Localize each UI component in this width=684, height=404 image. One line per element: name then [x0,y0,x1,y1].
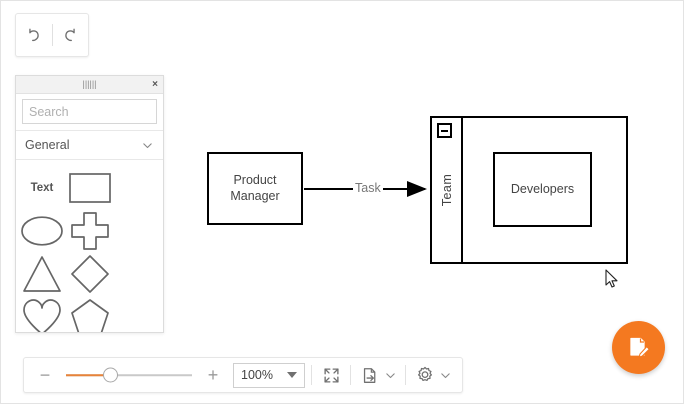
minus-icon: − [39,365,51,385]
ellipse-icon [21,215,63,246]
export-button[interactable] [357,362,383,388]
minus-bar [441,129,448,132]
undo-icon [29,28,40,41]
toolbar-divider-2 [350,365,351,385]
zoom-out-button[interactable]: − [32,362,58,388]
shape-item-triangle[interactable] [18,252,66,295]
node-developers-label: Developers [510,181,575,196]
shape-item-cross[interactable] [66,209,114,252]
shapes-panel-titlebar[interactable]: |||||| × [16,76,163,94]
zoom-in-button[interactable]: + [200,362,226,388]
cross-icon [71,211,109,250]
fullscreen-icon [323,367,339,383]
fullscreen-button[interactable] [318,362,344,388]
settings-button[interactable] [412,362,438,388]
pool-team-lane-header[interactable]: Team [432,118,463,262]
shape-grid: Text [16,160,163,332]
export-icon [363,367,375,383]
plus-icon: + [207,365,219,385]
section-general-label: General [25,138,70,152]
node-product-manager[interactable]: Product Manager [207,152,303,225]
export-chevron-button[interactable] [384,369,397,382]
mouse-cursor [605,269,618,288]
redo-button[interactable] [53,14,89,56]
close-icon[interactable]: × [152,78,158,90]
bottom-toolbar: − + 100% [23,357,463,393]
heart-icon [23,298,61,332]
slider-track [66,374,192,376]
triangle-icon [23,255,61,292]
node-developers[interactable]: Developers [493,152,592,227]
edge-label-task[interactable]: Task [353,181,383,195]
edit-document-fab[interactable] [612,321,665,374]
shape-text-label: Text [30,181,54,194]
shape-item-pentagon[interactable] [66,295,114,332]
pentagon-icon [71,298,109,332]
history-toolbar [15,13,89,57]
node-product-manager-label: Product Manager [230,173,279,204]
node-label-line1: Product [233,173,277,188]
caret-down-icon [287,372,297,378]
shape-item-rectangle[interactable] [66,166,114,209]
toolbar-divider-1 [311,365,312,385]
rectangle-icon [69,172,111,203]
zoom-level-select[interactable]: 100% [233,362,305,388]
shape-item-heart[interactable] [18,295,66,332]
chevron-down-icon[interactable] [141,139,154,152]
collapse-minus-icon[interactable] [437,123,452,138]
shape-item-diamond[interactable] [66,252,114,295]
zoom-slider[interactable] [66,365,192,385]
gear-icon [417,366,433,382]
diamond-icon [71,254,109,293]
search-input[interactable] [23,104,163,119]
settings-chevron-button[interactable] [439,369,452,382]
pool-team-title: Team [439,173,454,207]
slider-fill [66,374,110,376]
redo-icon [64,28,75,41]
node-label-line2: Manager [230,188,280,203]
undo-button[interactable] [16,14,52,56]
chevron-down-icon [441,372,450,378]
toolbar-divider [51,24,53,46]
edit-document-icon [629,337,650,358]
drag-handle-icon[interactable]: |||||| [82,79,97,89]
search-field-wrapper[interactable] [22,99,163,124]
chevron-down-icon [386,372,395,378]
slider-thumb[interactable] [103,367,118,383]
zoom-level-value: 100% [241,368,273,382]
toolbar-divider-3 [405,365,406,385]
shape-item-text[interactable]: Text [18,166,66,209]
section-general[interactable]: General [16,130,163,160]
shape-item-ellipse[interactable] [18,209,66,252]
shapes-panel: |||||| × General Text [15,75,164,333]
